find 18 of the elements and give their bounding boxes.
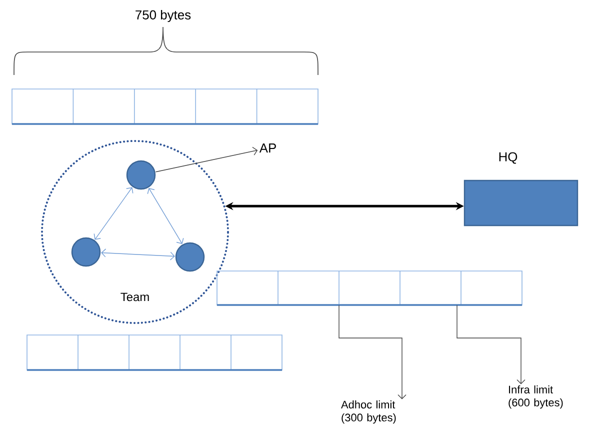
leader-arrow xyxy=(456,304,526,384)
member-circle xyxy=(126,160,156,190)
member-circle xyxy=(71,237,101,267)
hq-box: HQ xyxy=(464,152,578,226)
leader-arrow xyxy=(338,304,406,400)
limit-label: Infra limit (600 bytes) xyxy=(508,385,563,409)
dimension-label: 750 bytes xyxy=(136,10,191,22)
buffer-row xyxy=(12,88,318,125)
buffer-row xyxy=(216,270,522,306)
limit-label: Adhoc limit (300 bytes) xyxy=(341,400,396,424)
connector-arrow xyxy=(155,146,258,172)
connector-arrow xyxy=(94,187,134,240)
connector-arrow xyxy=(147,188,184,244)
label-text: AP xyxy=(259,144,276,152)
member-circle xyxy=(175,242,205,272)
connector-arrow xyxy=(101,248,175,260)
buffer-row xyxy=(26,334,282,371)
node-label: HQ xyxy=(499,152,518,164)
